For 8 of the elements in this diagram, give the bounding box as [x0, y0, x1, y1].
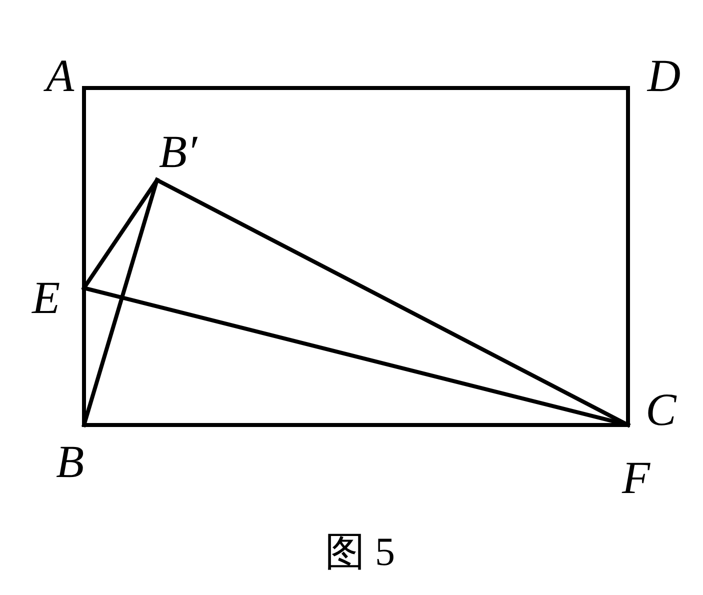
vertex-label: D [647, 53, 681, 99]
vertex-label: C [646, 387, 676, 433]
vertex-label: B′ [158, 129, 198, 175]
vertex-label: F [622, 455, 650, 501]
figure-caption: 图 5 [325, 532, 395, 572]
vertex-label: A [46, 53, 74, 99]
vertex-label: E [32, 275, 60, 321]
vertex-label: B [56, 439, 84, 485]
